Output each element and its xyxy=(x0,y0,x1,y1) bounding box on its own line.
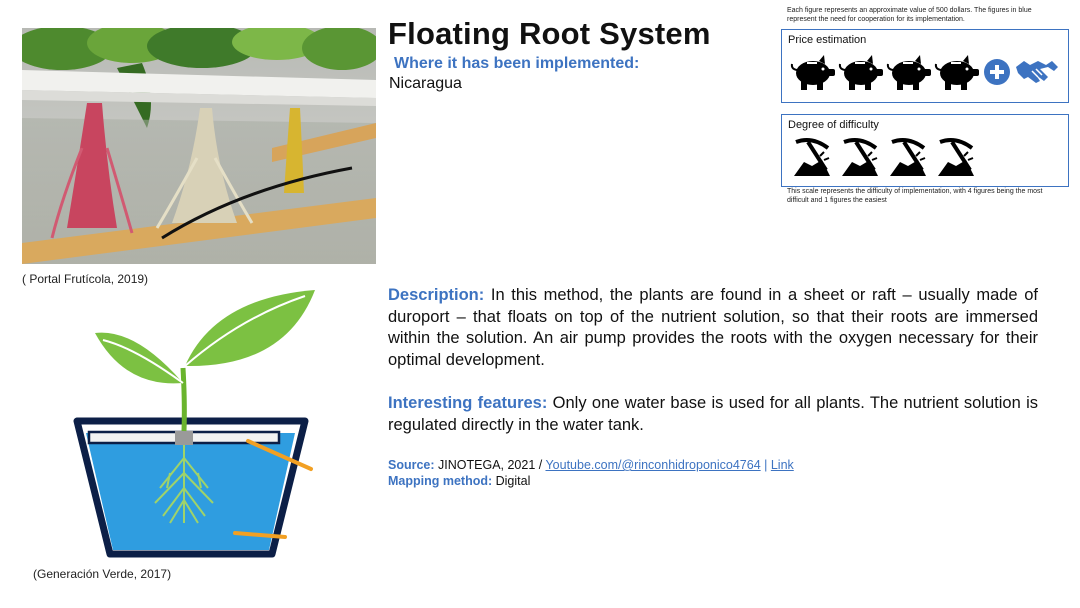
piggy-bank-icon xyxy=(790,55,835,90)
piggy-bank-icon xyxy=(838,55,883,90)
difficulty-label: Degree of difficulty xyxy=(788,119,879,131)
features-text: Only one water base is used for all plan… xyxy=(388,394,1038,434)
youtube-link[interactable]: Youtube.com/@rinconhidroponico4764 xyxy=(545,458,761,472)
source-link[interactable]: Link xyxy=(770,458,794,472)
mapping-line: Mapping method: Digital xyxy=(388,473,794,489)
mapping-label: Mapping method: xyxy=(388,474,493,488)
pickaxe-icon xyxy=(890,138,926,176)
diagram-caption: (Generación Verde, 2017) xyxy=(33,567,172,581)
source-label: Source: xyxy=(388,458,435,472)
source-block: Source: JINOTEGA, 2021 / Youtube.com/@ri… xyxy=(388,457,794,489)
floating-root-diagram xyxy=(55,288,330,558)
features-label: Interesting features: xyxy=(388,394,548,412)
description-label: Description: xyxy=(388,286,485,304)
page-title: Floating Root System xyxy=(388,16,711,51)
source-text: JINOTEGA, 2021 / xyxy=(434,458,546,472)
description-text: In this method, the plants are found in … xyxy=(388,286,1038,369)
features-paragraph: Interesting features: Only one water bas… xyxy=(388,393,1038,436)
mapping-value: Digital xyxy=(492,474,531,488)
price-estimation-box: Price estimation xyxy=(781,29,1069,103)
description-paragraph: Description: In this method, the plants … xyxy=(388,285,1038,371)
plus-circle-icon xyxy=(984,59,1010,85)
difficulty-box: Degree of difficulty xyxy=(781,114,1069,187)
piggy-bank-icon xyxy=(934,55,979,90)
difficulty-icons xyxy=(790,136,978,178)
source-separator: | xyxy=(760,458,771,472)
price-icons xyxy=(790,52,1060,92)
price-estimation-label: Price estimation xyxy=(788,34,867,46)
implemented-country: Nicaragua xyxy=(389,75,462,92)
pickaxe-icon xyxy=(938,138,974,176)
implemented-label: Where it has been implemented: xyxy=(394,55,640,72)
piggy-bank-icon xyxy=(886,55,931,90)
pickaxe-icon xyxy=(842,138,878,176)
difficulty-note: This scale represents the difficulty of … xyxy=(787,188,1043,204)
price-note: Each figure represents an approximate va… xyxy=(787,7,1032,23)
photo-caption: ( Portal Frutícola, 2019) xyxy=(22,272,149,286)
hydroponic-photo xyxy=(22,28,376,264)
handshake-icon xyxy=(1016,61,1058,83)
pickaxe-icon xyxy=(794,138,830,176)
source-line: Source: JINOTEGA, 2021 / Youtube.com/@ri… xyxy=(388,457,794,473)
